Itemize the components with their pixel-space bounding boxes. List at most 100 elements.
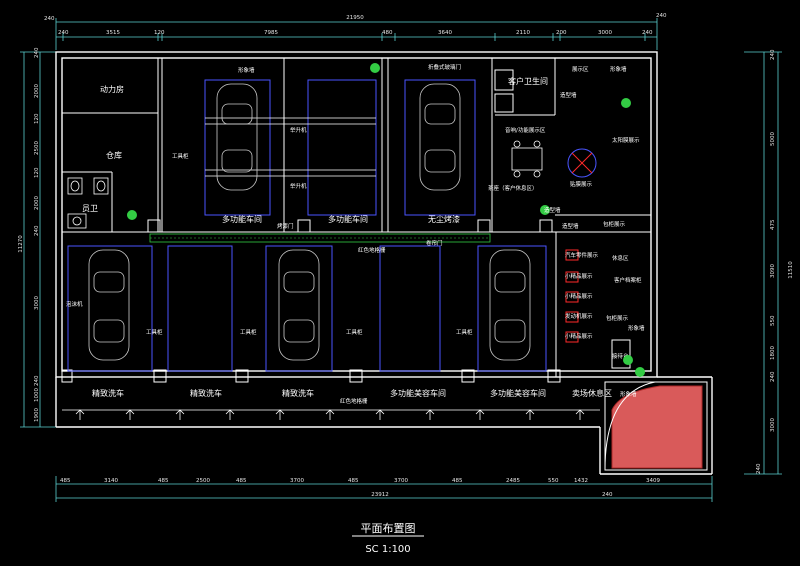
red-strip-label-2: 红色地格栅 xyxy=(340,397,368,405)
dim-left-seg: 2000 xyxy=(34,84,40,98)
extension-room xyxy=(604,381,708,471)
room-beauty-2: 多功能美容车间 xyxy=(490,388,546,398)
dim-top-right: 240 xyxy=(656,13,667,19)
drawing-scale: SC 1:100 xyxy=(365,544,410,555)
dim-left-segments: 240 2000 120 2500 120 2000 240 3000 240 … xyxy=(34,47,40,422)
note-reception: 接待台 xyxy=(612,352,629,360)
dim-left-total: 11270 xyxy=(18,235,24,253)
note-parts-display: 汽车零件展示 xyxy=(565,251,599,259)
upper-bays xyxy=(283,58,555,232)
room-fine-wash-2: 精致洗车 xyxy=(190,388,222,398)
room-dust-free: 无尘烤漆 xyxy=(428,214,460,224)
room-power: 动力房 xyxy=(100,84,124,94)
dimension-top xyxy=(55,18,658,50)
dim-top-total: 21950 xyxy=(346,15,364,21)
note-tool-cab-2: 工具柜 xyxy=(146,328,163,336)
dim-right-seg: 240 xyxy=(770,49,776,60)
dim-top-seg: 480 xyxy=(382,30,393,36)
dim-left-seg: 240 xyxy=(34,225,40,236)
note-fresh-wall: 形象墙 xyxy=(238,66,255,74)
dim-bottom-seg: 550 xyxy=(548,478,559,484)
note-engine-display: 发动机展示 xyxy=(565,312,593,320)
dim-left-seg: 3000 xyxy=(34,296,40,310)
plant-icon xyxy=(635,367,645,377)
dimension-right xyxy=(744,51,782,475)
car-lower-1 xyxy=(88,249,130,361)
display-stand-icon xyxy=(567,148,597,178)
dim-right-seg: 1800 xyxy=(770,346,776,360)
dim-bottom-seg: 485 xyxy=(452,478,463,484)
dim-bottom-seg: 3700 xyxy=(394,478,408,484)
dim-bottom-seg: 1432 xyxy=(574,478,588,484)
room-fine-wash-1: 精致洗车 xyxy=(92,388,124,398)
note-products-display: 太阳膜展示 xyxy=(612,136,640,144)
dim-bottom-seg: 2485 xyxy=(506,478,520,484)
note-small-display-2: 小精品展示 xyxy=(565,292,593,300)
dim-bottom-seg: 485 xyxy=(158,478,169,484)
dim-left-seg: 2500 xyxy=(34,141,40,155)
note-door: 形象墙 xyxy=(620,390,637,398)
note-right-top-2: 形象墙 xyxy=(610,65,627,73)
wc-fixtures xyxy=(67,177,109,229)
plant-icon xyxy=(370,63,380,73)
note-tool-cab-5: 工具柜 xyxy=(456,328,473,336)
red-strip-label-1: 红色地格栅 xyxy=(358,246,386,254)
note-lift-1: 举升机 xyxy=(290,126,307,134)
dim-left-seg: 240 xyxy=(34,375,40,386)
grating-strip xyxy=(149,233,491,243)
dim-right-seg: 240 xyxy=(756,463,762,474)
dim-left-seg: 2000 xyxy=(34,196,40,210)
dim-top-seg: 3640 xyxy=(438,30,452,36)
dim-top-seg: 7985 xyxy=(264,30,278,36)
dim-left-seg: 120 xyxy=(34,113,40,124)
right-display-column xyxy=(555,232,631,377)
room-rest-area: 休息区 xyxy=(612,254,629,262)
room-customer-archive: 客户档案柜 xyxy=(614,276,642,284)
car-lower-3 xyxy=(489,249,531,361)
dim-left-seg: 1000 xyxy=(34,388,40,402)
dim-top-segments: 240 3515 120 7985 480 3640 2110 200 3000… xyxy=(58,30,653,36)
dim-right-seg: 240 xyxy=(770,371,776,382)
note-folding-door: 折叠式玻璃门 xyxy=(428,63,461,71)
note-small-display-1: 小精品展示 xyxy=(565,272,593,280)
entry-arrows xyxy=(62,409,600,420)
note-bag-display: 包柜展示 xyxy=(603,220,626,228)
room-fine-wash-3: 精致洗车 xyxy=(282,388,314,398)
structural-columns xyxy=(61,219,561,383)
dim-top-seg: 120 xyxy=(154,30,165,36)
dim-bottom-seg: 3409 xyxy=(646,478,660,484)
drawing-title: 平面布置图 xyxy=(361,522,416,535)
dim-bottom-seg: 2500 xyxy=(196,478,210,484)
note-small-display-3: 小精品展示 xyxy=(565,332,593,340)
dim-right-seg: 3000 xyxy=(770,418,776,432)
note-right-mid: 包柜展示 xyxy=(606,314,629,322)
dim-top-seg: 2110 xyxy=(516,30,530,36)
note-tool-cab-3: 工具柜 xyxy=(240,328,257,336)
dimension-bottom xyxy=(55,476,713,502)
dim-right-seg: 3090 xyxy=(770,264,776,278)
dim-bottom-seg: 485 xyxy=(60,478,71,484)
dim-left-seg: 120 xyxy=(34,167,40,178)
room-audio-display: 音响/功能展示区 xyxy=(505,126,546,134)
lift-rails xyxy=(205,117,376,177)
note-lift-2: 举升机 xyxy=(290,182,307,190)
room-staff-wc: 员卫 xyxy=(82,204,98,213)
room-multi-bay-1: 多功能车间 xyxy=(222,214,262,224)
dim-top-left: 240 xyxy=(44,16,55,22)
room-beauty-1: 多功能美容车间 xyxy=(390,388,446,398)
dim-left-seg: 1900 xyxy=(34,408,40,422)
room-store-rest: 卖场休息区 xyxy=(572,388,612,398)
dim-right-segments: 240 5000 475 3090 550 1800 240 3000 240 xyxy=(756,49,776,474)
dim-bottom-seg: 3700 xyxy=(290,478,304,484)
plant-icon xyxy=(540,205,550,215)
dim-top-seg: 3515 xyxy=(106,30,120,36)
dim-top-seg: 240 xyxy=(642,30,653,36)
note-foam: 泡沫机 xyxy=(66,300,83,308)
room-pattern-display: 贴膜展示 xyxy=(570,180,593,188)
note-tool-cab-4: 工具柜 xyxy=(346,328,363,336)
dim-bottom-segments: 485 3140 485 2500 485 3700 485 3700 485 … xyxy=(60,478,660,498)
roll-door-label: 卷帘门 xyxy=(426,239,443,247)
dim-bottom-seg: 3140 xyxy=(104,478,118,484)
